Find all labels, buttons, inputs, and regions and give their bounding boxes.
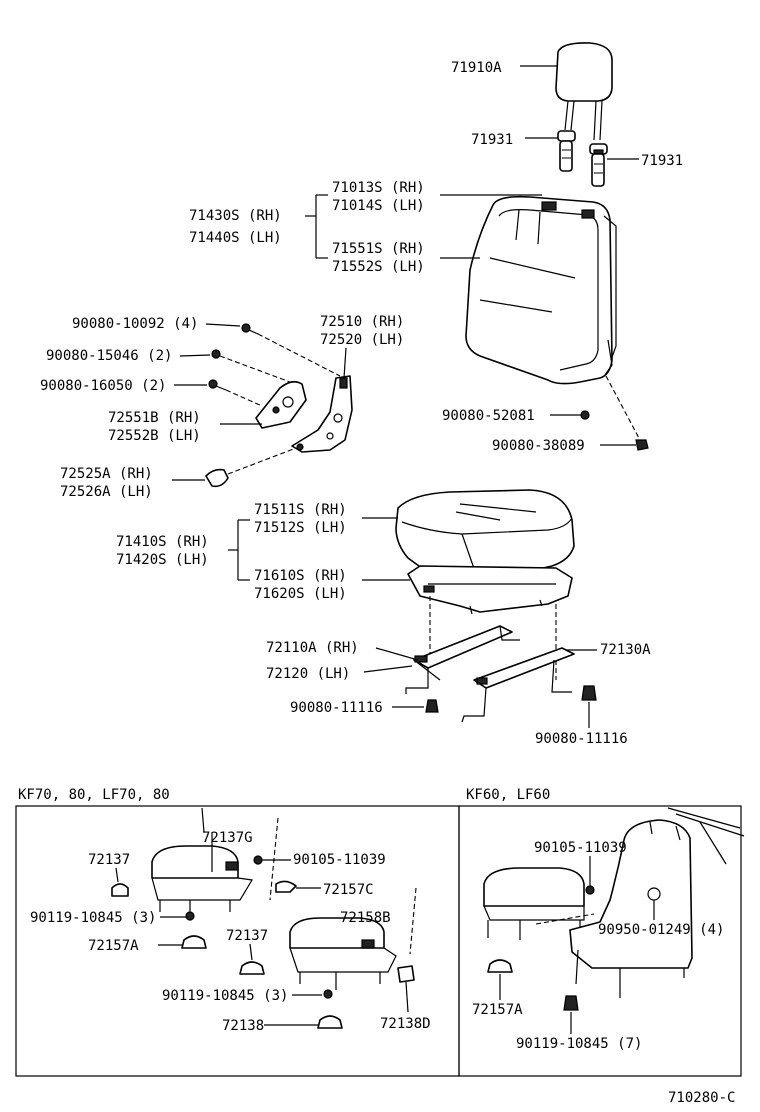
label-support-right: 71931: [641, 153, 683, 169]
label-cushion-frame-lh: 71620S (LH): [254, 586, 347, 602]
label-72137-b: 72137: [226, 928, 268, 944]
panel-right-drawing: [483, 807, 745, 1011]
seat-back-drawing: [465, 195, 617, 385]
adjuster-bolts: [425, 685, 597, 713]
cushion-frame-drawing: [407, 565, 573, 615]
label-back-frame-lh: 71014S (LH): [332, 198, 425, 214]
label-bolt-11039-right: 90105-11039: [534, 840, 627, 856]
label-hinge-rh: 72510 (RH): [320, 314, 404, 330]
seat-cushion-drawing: [395, 489, 575, 582]
label-bolt-11116-right: 90080-11116: [535, 731, 628, 747]
label-cushion-cover-lh: 71512S (LH): [254, 520, 347, 536]
label-bolt-11039-left: 90105-11039: [293, 852, 386, 868]
cover-b-drawing: [255, 380, 307, 429]
label-bolt-16050: 90080-16050 (2): [40, 378, 166, 394]
label-bolt-15046: 90080-15046 (2): [46, 348, 172, 364]
label-back-frame-rh: 71013S (RH): [332, 180, 425, 196]
label-support-left: 71931: [471, 132, 513, 148]
cover-a-drawing: [205, 468, 229, 488]
panel-right-frame: [458, 805, 742, 1077]
label-cushion-cover-rh: 71511S (RH): [254, 502, 347, 518]
label-cover-b-rh: 72551B (RH): [108, 410, 201, 426]
label-bolt-10845-b: 90119-10845 (3): [162, 988, 288, 1004]
label-cushion-frame-rh: 71610S (RH): [254, 568, 347, 584]
diagram-code: 710280-C: [668, 1090, 735, 1106]
label-bolt-10845-right: 90119-10845 (7): [516, 1036, 642, 1052]
label-72158b: 72158B: [340, 910, 391, 926]
label-72137g: 72137G: [202, 830, 253, 846]
label-bolt-10845-a: 90119-10845 (3): [30, 910, 156, 926]
label-adjuster-rh: 72110A (RH): [266, 640, 359, 656]
panel-left-drawing: [111, 817, 417, 1029]
label-bolt-11116-left: 90080-11116: [290, 700, 383, 716]
label-back-cover-rh: 71551S (RH): [332, 241, 425, 257]
label-bolt-10092: 90080-10092 (4): [72, 316, 198, 332]
label-hinge-lh: 72520 (LH): [320, 332, 404, 348]
headrest-support-right-drawing: [589, 143, 608, 187]
label-72157c: 72157C: [323, 882, 374, 898]
label-headrest: 71910A: [451, 60, 502, 76]
label-cushion-group-rh: 71410S (RH): [116, 534, 209, 550]
panel-left-title: KF70, 80, LF70, 80: [18, 787, 170, 803]
label-72157a-right: 72157A: [472, 1002, 523, 1018]
headrest-drawing: [555, 42, 613, 141]
label-bolt-01249: 90950-01249 (4): [598, 922, 724, 938]
label-back-group-lh: 71440S (LH): [189, 230, 282, 246]
panel-right-title: KF60, LF60: [466, 787, 550, 803]
label-back-group-rh: 71430S (RH): [189, 208, 282, 224]
label-bolt-52081: 90080-52081: [442, 408, 535, 424]
adjuster-left-drawing: [405, 625, 520, 694]
label-cushion-group-lh: 71420S (LH): [116, 552, 209, 568]
label-72138d: 72138D: [380, 1016, 431, 1032]
hinge-drawing: [291, 375, 353, 453]
label-bolt-38089: 90080-38089: [492, 438, 585, 454]
back-bolts: [580, 410, 649, 451]
label-adjuster-lh: 72120 (LH): [266, 666, 350, 682]
label-adjuster-right: 72130A: [600, 642, 651, 658]
label-cover-a-rh: 72525A (RH): [60, 466, 153, 482]
label-72138: 72138: [222, 1018, 264, 1034]
headrest-support-left-drawing: [557, 130, 576, 172]
hinge-bolts: [208, 323, 259, 391]
label-72137-a: 72137: [88, 852, 130, 868]
label-back-cover-lh: 71552S (LH): [332, 259, 425, 275]
adjuster-right-drawing: [461, 647, 575, 723]
label-cover-a-lh: 72526A (LH): [60, 484, 153, 500]
label-72157a-left: 72157A: [88, 938, 139, 954]
label-cover-b-lh: 72552B (LH): [108, 428, 201, 444]
